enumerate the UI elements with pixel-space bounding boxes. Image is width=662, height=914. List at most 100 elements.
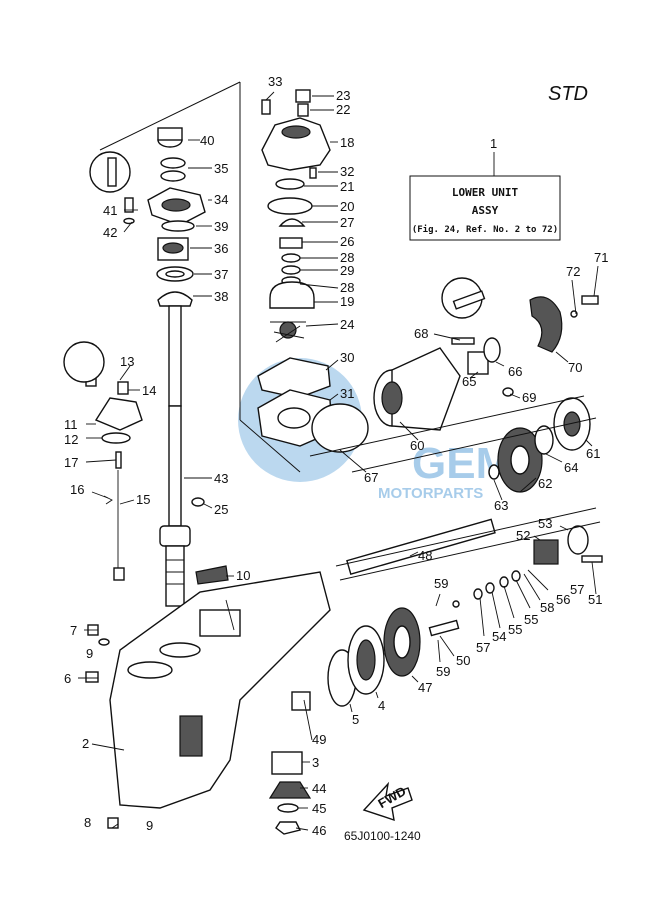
fwd-arrow: FWD: [362, 781, 413, 822]
part-45-washer: [277, 803, 299, 813]
bearing-housing-group: [309, 295, 599, 493]
callout-14: 14: [142, 383, 156, 398]
part-52-dog-clutch: [533, 539, 559, 565]
callout-45: 45: [312, 801, 326, 816]
part-27-seal: [278, 218, 306, 227]
part-44-pinion: [268, 781, 312, 799]
callout-25: 25: [214, 502, 228, 517]
diagram-code: 65J0100-1240: [344, 829, 421, 843]
title-box-line3: (Fig. 24, Ref. No. 2 to 72): [412, 224, 558, 235]
callout-32: 32: [340, 164, 354, 179]
callout-19: 19: [340, 294, 354, 309]
callout-43: 43: [214, 471, 228, 486]
part-68-bolt: [451, 337, 475, 345]
part-10-plate: [195, 565, 229, 585]
part-19-insert-cartridge: [269, 281, 315, 309]
callout-9-upper: 9: [86, 646, 93, 661]
callout-66: 66: [508, 364, 522, 379]
callout-52: 52: [516, 528, 530, 543]
watermark-brand: GEM: [412, 439, 512, 488]
callout-7: 7: [70, 623, 77, 638]
callout-49: 49: [312, 732, 326, 747]
callout-6: 6: [64, 671, 71, 686]
callout-4: 4: [378, 698, 385, 713]
callout-17: 17: [64, 455, 78, 470]
part-71-bolt: [581, 295, 599, 305]
callout-67: 67: [364, 470, 378, 485]
part-29-o-ring: [281, 265, 301, 275]
inset-circle-13: [63, 341, 105, 383]
part-30-plate: [257, 357, 331, 399]
callout-21: 21: [340, 179, 354, 194]
callout-28-lower: 28: [340, 280, 354, 295]
callout-59-lower: 59: [436, 664, 450, 679]
part-43-drive-shaft: [168, 305, 182, 407]
callout-35: 35: [214, 161, 228, 176]
title-box-number: 1: [490, 136, 497, 151]
callout-23: 23: [336, 88, 350, 103]
callout-24: 24: [340, 317, 354, 332]
callout-56: 56: [556, 592, 570, 607]
callout-50: 50: [456, 653, 470, 668]
part-65-bearing: [467, 351, 489, 375]
title-box: 1 LOWER UNIT ASSY (Fig. 24, Ref. No. 2 t…: [409, 136, 561, 241]
part-63-shim: [488, 464, 500, 480]
part-8-plug: [107, 817, 119, 829]
part-23-grommet: [295, 89, 311, 103]
callout-33: 33: [268, 74, 282, 89]
part-33-bolt: [261, 99, 271, 115]
callout-2: 2: [82, 736, 89, 751]
callout-3: 3: [312, 755, 319, 770]
part-22-collar: [297, 103, 309, 117]
prop-shaft-group: [327, 507, 603, 707]
callout-51: 51: [588, 592, 602, 607]
callout-31: 31: [340, 386, 354, 401]
part-70-anode: [529, 296, 563, 353]
callout-41: 41: [103, 203, 117, 218]
title-box-line1: LOWER UNIT: [452, 186, 519, 199]
part-50-slider: [428, 619, 460, 637]
callout-55-lower: 55: [508, 622, 522, 637]
part-64-shim: [534, 425, 554, 455]
callout-65: 65: [462, 374, 476, 389]
drive-shaft-group: [123, 127, 206, 607]
part-3-bearing: [271, 751, 303, 775]
callout-61: 61: [586, 446, 600, 461]
callout-55-upper: 55: [524, 612, 538, 627]
callout-5: 5: [352, 712, 359, 727]
callout-53: 53: [538, 516, 552, 531]
part-67-o-ring: [311, 403, 369, 453]
callouts: 40 35 34 39 36 37 38 41 42 33 23 22 18 3…: [64, 74, 608, 838]
variant-label: STD: [548, 83, 588, 105]
callout-16: 16: [70, 482, 84, 497]
part-53-spring: [567, 525, 589, 555]
callout-36: 36: [214, 241, 228, 256]
part-26-seal: [279, 237, 303, 249]
callout-64: 64: [564, 460, 578, 475]
callout-48: 48: [418, 548, 432, 563]
part-66-seal: [483, 337, 501, 363]
part-24-impeller: [270, 321, 306, 343]
part-39-gasket: [161, 220, 195, 232]
callout-44: 44: [312, 781, 326, 796]
callout-59-upper: 59: [434, 576, 448, 591]
part-42-washer: [123, 217, 135, 225]
callout-30: 30: [340, 350, 354, 365]
callout-57-lower: 57: [476, 640, 490, 655]
callout-15: 15: [136, 492, 150, 507]
callout-39: 39: [214, 219, 228, 234]
callout-37: 37: [214, 267, 228, 282]
part-35-oil-seal: [160, 157, 186, 169]
callout-70: 70: [568, 360, 582, 375]
part-32-pin: [309, 167, 317, 179]
callout-18: 18: [340, 135, 354, 150]
title-box-line2: ASSY: [472, 204, 499, 217]
part-18-pump-housing: [261, 117, 331, 171]
callout-42: 42: [103, 225, 117, 240]
callout-10: 10: [236, 568, 250, 583]
title-box-frame: [409, 175, 561, 241]
callout-58: 58: [540, 600, 554, 615]
inset-circles: [63, 151, 486, 383]
part-41-bolt: [124, 197, 134, 213]
